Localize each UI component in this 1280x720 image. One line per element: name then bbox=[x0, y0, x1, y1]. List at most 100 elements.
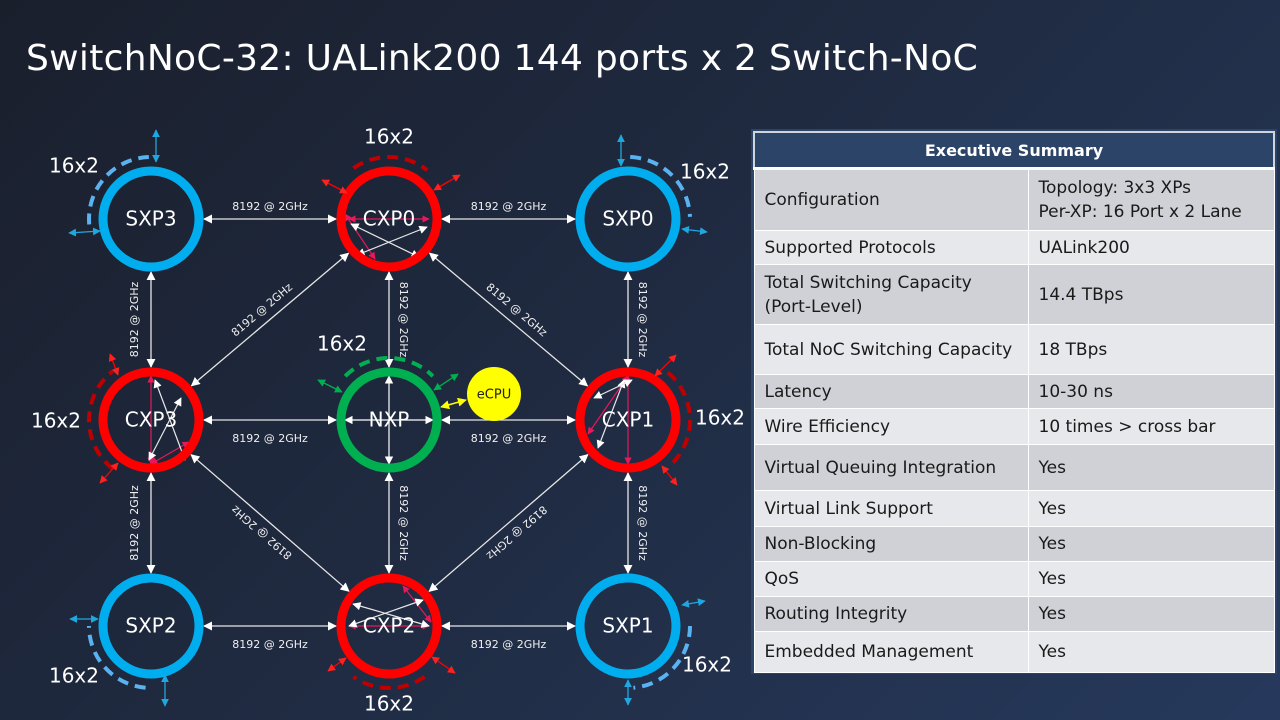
link-bandwidth-label: 8192 @ 2GHz bbox=[471, 200, 547, 213]
summary-key: Supported Protocols bbox=[753, 230, 1029, 265]
summary-value: Yes bbox=[1027, 526, 1275, 562]
summary-row-noc-capacity: Total NoC Switching Capacity 18 TBps bbox=[753, 324, 1275, 375]
port-arc bbox=[633, 625, 692, 690]
node-sxp2[interactable]: SXP2 bbox=[98, 573, 204, 679]
summary-key: Total Switching Capacity (Port-Level) bbox=[753, 264, 1029, 325]
summary-key-line: (Port-Level) bbox=[764, 296, 863, 317]
port-arrow bbox=[108, 353, 120, 376]
summary-key: Virtual Link Support bbox=[753, 490, 1029, 527]
node-cxp0[interactable]: CXP0 bbox=[336, 166, 442, 272]
nxp-ring[interactable] bbox=[336, 367, 442, 473]
link-bandwidth-label: 8192 @ 2GHz bbox=[128, 282, 141, 358]
internal-path bbox=[593, 379, 633, 399]
port-arc bbox=[352, 155, 429, 172]
ecpu-circle[interactable] bbox=[467, 367, 521, 421]
node-sxp0[interactable]: SXP0 bbox=[575, 166, 681, 272]
summary-row-port-capacity: Total Switching Capacity (Port-Level) 14… bbox=[753, 264, 1275, 325]
summary-key: Virtual Queuing Integration bbox=[753, 444, 1029, 491]
link-bandwidth-label: 8192 @ 2GHz bbox=[232, 638, 308, 651]
cxp-ring[interactable] bbox=[98, 367, 204, 473]
node-sxp3[interactable]: SXP3 bbox=[98, 166, 204, 272]
port-count-label: 16x2 bbox=[364, 125, 414, 149]
summary-key: QoS bbox=[753, 561, 1029, 597]
summary-key: Configuration bbox=[753, 168, 1029, 231]
port-arc bbox=[352, 675, 426, 690]
port-count-label: 16x2 bbox=[31, 409, 81, 433]
port-arrow bbox=[431, 656, 456, 674]
summary-key-line: Total Switching Capacity bbox=[764, 272, 972, 293]
link-bandwidth-label: 8192 @ 2GHz bbox=[128, 485, 141, 561]
link-cxp2-cxp1 bbox=[428, 454, 589, 592]
link-bandwidth-label: 8192 @ 2GHz bbox=[471, 638, 547, 651]
node-label: SXP3 bbox=[125, 207, 176, 231]
port-arc bbox=[87, 625, 146, 690]
sxp-ring[interactable] bbox=[575, 573, 681, 679]
summary-value: 10 times > cross bar bbox=[1027, 408, 1275, 445]
internal-path bbox=[356, 225, 428, 257]
port-arc bbox=[630, 155, 692, 217]
link-bandwidth-label: 8192 @ 2GHz bbox=[232, 432, 308, 445]
port-count-label: 16x2 bbox=[317, 332, 367, 356]
summary-header: Executive Summary bbox=[753, 131, 1275, 170]
summary-key: Embedded Management bbox=[753, 631, 1029, 673]
sxp-ring[interactable] bbox=[575, 166, 681, 272]
summary-row-configuration: Configuration Topology: 3x3 XPs Per-XP: … bbox=[753, 168, 1275, 231]
summary-value: Yes bbox=[1027, 561, 1275, 597]
summary-key: Latency bbox=[753, 374, 1029, 409]
summary-row-latency: Latency 10-30 ns bbox=[753, 374, 1275, 409]
summary-value: Yes bbox=[1027, 444, 1275, 491]
port-arrow bbox=[99, 462, 119, 484]
node-label: CXP2 bbox=[363, 614, 415, 638]
node-cxp3[interactable]: CXP3 bbox=[98, 367, 204, 473]
summary-key: Wire Efficiency bbox=[753, 408, 1029, 445]
node-nxp[interactable]: NXP bbox=[336, 367, 442, 473]
port-count-label: 16x2 bbox=[49, 154, 99, 178]
summary-row-qos: QoS Yes bbox=[753, 561, 1275, 597]
link-bandwidth-label: 8192 @ 2GHz bbox=[397, 485, 410, 561]
node-label: SXP1 bbox=[602, 614, 653, 638]
summary-value: Topology: 3x3 XPs Per-XP: 16 Port x 2 La… bbox=[1027, 168, 1275, 231]
link-bandwidth-label: 8192 @ 2GHz bbox=[232, 200, 308, 213]
link-cxp0-cxp1 bbox=[428, 252, 589, 387]
link-bandwidth-label: 8192 @ 2GHz bbox=[229, 280, 295, 339]
ecpu-node[interactable]: eCPU bbox=[467, 367, 521, 421]
port-arc bbox=[666, 370, 692, 470]
node-label: CXP1 bbox=[602, 408, 654, 432]
port-count-label: 16x2 bbox=[364, 692, 414, 716]
internal-path bbox=[148, 397, 182, 461]
link-bandwidth-label: 8192 @ 2GHz bbox=[636, 485, 649, 561]
node-cxp1[interactable]: CXP1 bbox=[575, 367, 681, 473]
sxp-ring[interactable] bbox=[98, 573, 204, 679]
cxp-ring[interactable] bbox=[336, 166, 442, 272]
link-cxp3-cxp0 bbox=[190, 252, 350, 387]
port-arrow bbox=[661, 465, 678, 486]
node-label: CXP0 bbox=[363, 207, 415, 231]
summary-key: Total NoC Switching Capacity bbox=[753, 324, 1029, 375]
port-count-label: 16x2 bbox=[695, 406, 745, 430]
page-title: SwitchNoC-32: UALink200 144 ports x 2 Sw… bbox=[26, 38, 979, 79]
sxp-ring[interactable] bbox=[98, 166, 204, 272]
link-bandwidth-label: 8192 @ 2GHz bbox=[229, 503, 295, 562]
ecpu-label: eCPU bbox=[477, 388, 511, 403]
port-arrow bbox=[433, 373, 459, 391]
summary-value-line: Topology: 3x3 XPs bbox=[1038, 178, 1192, 198]
port-arrow bbox=[433, 174, 461, 191]
summary-value: 14.4 TBps bbox=[1027, 264, 1275, 325]
summary-key: Routing Integrity bbox=[753, 596, 1029, 632]
node-cxp2[interactable]: CXP2 bbox=[336, 573, 442, 679]
cxp-ring[interactable] bbox=[336, 573, 442, 679]
summary-value: Yes bbox=[1027, 490, 1275, 527]
summary-value: Yes bbox=[1027, 596, 1275, 632]
port-arrow bbox=[321, 179, 348, 194]
node-label: SXP2 bbox=[125, 614, 176, 638]
node-sxp1[interactable]: SXP1 bbox=[575, 573, 681, 679]
port-arrow bbox=[654, 354, 677, 377]
link-bandwidth-label: 8192 @ 2GHz bbox=[636, 282, 649, 358]
port-arc bbox=[87, 369, 115, 471]
node-label: CXP3 bbox=[125, 408, 177, 432]
internal-path bbox=[348, 598, 424, 628]
port-arrow bbox=[681, 225, 708, 236]
executive-summary-table: Executive Summary Configuration Topology… bbox=[753, 131, 1275, 673]
cxp-ring[interactable] bbox=[575, 367, 681, 473]
